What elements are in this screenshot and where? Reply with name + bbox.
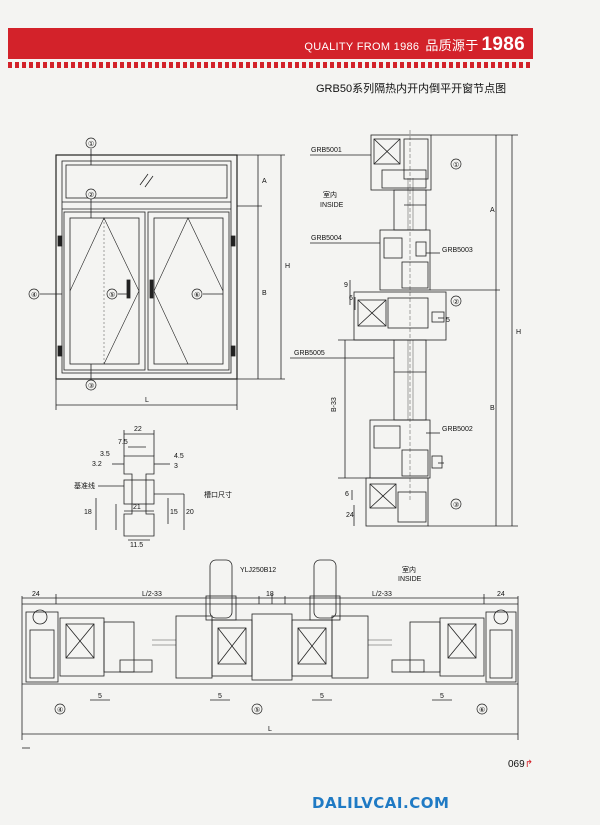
brand-english: QUALITY FROM 1986	[304, 41, 420, 53]
detail-opening-size: 槽口尺寸	[204, 490, 232, 499]
window-elevation	[40, 149, 285, 410]
detail-dim-11-5: 11.5	[130, 542, 143, 549]
callout-3: ③	[88, 382, 94, 390]
profile-grb5005: GRB5005	[294, 350, 325, 357]
h-inside-en: INSIDE	[398, 576, 422, 583]
brand-chinese: 品质源于	[425, 38, 479, 53]
dim-l: L	[145, 397, 149, 404]
h-callout-5: ⑤	[254, 706, 260, 714]
page-arrow-icon: ↱	[524, 759, 534, 770]
section-callout-1: ①	[453, 161, 459, 169]
watermark-text: DALILVCAI.COM	[312, 794, 450, 812]
section-dim-5: 5	[446, 317, 450, 324]
detail-dim-3-5: 3.5	[100, 451, 110, 458]
callout-5: ⑤	[109, 291, 115, 299]
dotted-divider	[8, 62, 533, 68]
opening-detail	[95, 430, 185, 541]
profile-grb5001: GRB5001	[311, 147, 342, 154]
h-callout-4: ④	[57, 706, 63, 714]
h-inside-cn: 室内	[402, 565, 416, 574]
detail-ref-line: 基准线	[74, 481, 95, 490]
h-dim-5a: 5	[98, 693, 102, 700]
detail-dim-20: 20	[186, 509, 194, 516]
h-dim-half-left: L/2-33	[142, 591, 162, 598]
section-dim-24: 24	[346, 512, 354, 519]
section-callout-2: ②	[453, 298, 459, 306]
callout-1: ①	[88, 140, 94, 148]
callout-2: ②	[88, 191, 94, 199]
h-dim-5b: 5	[218, 693, 222, 700]
detail-dim-3-2: 3.2	[92, 461, 102, 468]
section-callout-3: ③	[453, 501, 459, 509]
h-dim-24-left: 24	[32, 591, 40, 598]
dim-b: B	[262, 290, 267, 297]
section-dim-6: 6	[349, 295, 353, 302]
profile-grb5003: GRB5003	[442, 247, 473, 254]
inside-cn: 室内	[323, 190, 337, 199]
section-dim-9: 9	[344, 282, 348, 289]
detail-dim-7-5: 7.5	[118, 439, 128, 446]
profile-grb5004: GRB5004	[311, 235, 342, 242]
section-dim-b: B	[490, 405, 495, 412]
inside-en: INSIDE	[320, 202, 344, 209]
page-number: 069↱	[508, 759, 534, 770]
document-title: GRB50系列隔热内开内倒平开窗节点图	[316, 83, 507, 95]
detail-dim-21: 21	[133, 504, 141, 511]
h-dim-5c: 5	[320, 693, 324, 700]
vertical-section	[290, 130, 518, 527]
handle-model: YLJ250B12	[240, 567, 276, 574]
h-dim-18: 18	[266, 591, 274, 598]
detail-dim-3: 3	[174, 463, 178, 470]
dim-h: H	[285, 263, 290, 270]
horizontal-section	[21, 559, 519, 749]
h-dim-5d: 5	[440, 693, 444, 700]
section-dim-a: A	[490, 207, 495, 214]
profile-grb5002: GRB5002	[442, 426, 473, 433]
detail-dim-15: 15	[170, 509, 178, 516]
detail-dim-18: 18	[84, 509, 92, 516]
section-dim-6b: 6	[345, 491, 349, 498]
detail-dim-4-5: 4.5	[174, 453, 184, 460]
brand-year: 1986	[481, 34, 525, 55]
detail-dim-22: 22	[134, 426, 142, 433]
section-dim-h: H	[516, 329, 521, 336]
h-dim-24-right: 24	[497, 591, 505, 598]
callout-6: ⑥	[194, 291, 200, 299]
callout-4: ④	[31, 291, 37, 299]
h-dim-l: L	[268, 726, 272, 733]
section-dim-b33: B-33	[331, 397, 338, 412]
h-callout-6: ⑥	[479, 706, 485, 714]
dim-a: A	[262, 178, 267, 185]
h-dim-half-right: L/2-33	[372, 591, 392, 598]
